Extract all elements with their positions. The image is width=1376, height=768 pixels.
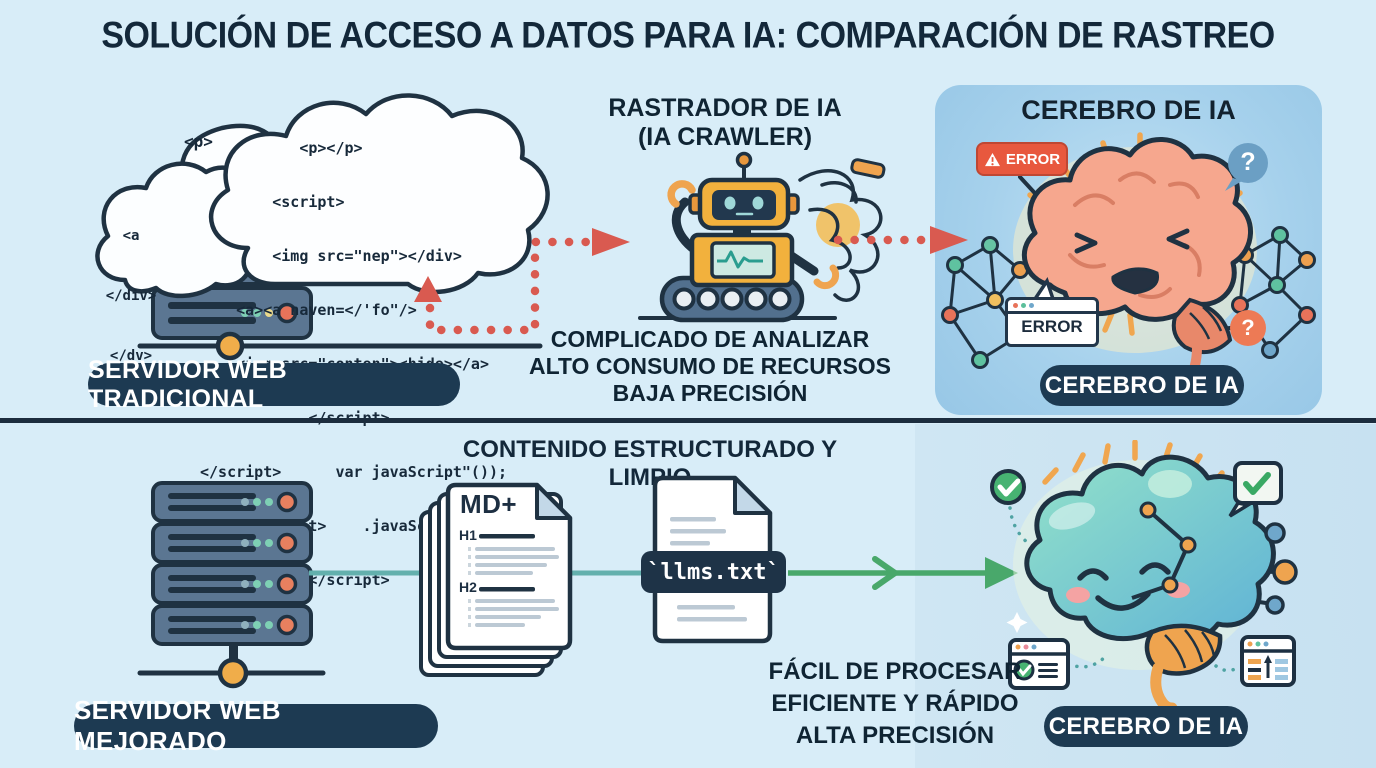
- code-line: <p></p>: [200, 139, 363, 157]
- pro-item: EFICIENTE Y RÁPIDO: [771, 690, 1019, 717]
- doc-title: MD+: [460, 489, 518, 519]
- messy-html-cloud-icon: [95, 93, 550, 299]
- section-divider: [0, 418, 1376, 423]
- crawler-title: RASTRADOR DE IA (IA CRAWLER): [555, 94, 895, 152]
- code-line: </dv>: [109, 348, 153, 364]
- network-node-dot: [215, 331, 245, 361]
- cloud-tag-p: <p>: [184, 132, 213, 151]
- ai-brain-label-bottom: CEREBRO DE IA: [1044, 706, 1248, 747]
- question-mark-blue: ?: [1240, 148, 1256, 176]
- pro-item: ALTA PRECISIÓN: [795, 722, 995, 749]
- warning-icon: [984, 152, 1000, 166]
- circuit-on-brain: [1131, 501, 1197, 600]
- tangled-wires-icon: [798, 169, 883, 302]
- robot-gripper-left: [667, 180, 696, 208]
- page-title: SOLUCIÓN DE ACCESO A DATOS PARA IA: COMP…: [101, 15, 1275, 56]
- green-arrow: [788, 556, 1018, 590]
- squeezed-eyes: [1074, 228, 1190, 254]
- panel-title: CEREBRO DE IA: [1021, 95, 1236, 125]
- crawler-title-line2: (IA CRAWLER): [637, 123, 813, 151]
- error-bubble-label: ERROR: [1021, 317, 1083, 336]
- arrow-right-head: [592, 228, 630, 256]
- arrow-chevron: [872, 556, 898, 590]
- crawler-title-line1: RASTRADOR DE IA: [608, 94, 842, 122]
- con-item: ALTO CONSUMO DE RECURSOS: [528, 353, 892, 379]
- doc-heading-2: H2: [459, 579, 477, 595]
- sad-brain-icon: [1021, 137, 1253, 322]
- crawler-cons: COMPLICADO DE ANALIZAR ALTO CONSUMO DE R…: [510, 326, 910, 407]
- question-bubble-icon: [1228, 143, 1268, 183]
- browser-window-data-icon: [1240, 635, 1296, 687]
- question-mark-orange: ?: [1241, 315, 1255, 340]
- arrow-up-head: [414, 276, 442, 302]
- check-bubble-icon: [1228, 461, 1283, 518]
- happy-face: [1077, 562, 1171, 611]
- arrow-right-head: [930, 226, 968, 254]
- error-badge: ERROR: [976, 142, 1068, 176]
- sparkle-icon: [1006, 612, 1028, 633]
- doc-heading-1: H1: [459, 527, 477, 543]
- llms-pros: FÁCIL DE PROCESAR EFICIENTE Y RÁPIDO ALT…: [765, 656, 1025, 752]
- arrow-head: [985, 557, 1018, 589]
- check-circle-icon: [990, 469, 1026, 505]
- browser-window-check-icon: [1008, 638, 1070, 690]
- robot-antenna: [735, 151, 753, 169]
- improved-server-label: SERVIDOR WEB MEJORADO: [74, 695, 438, 756]
- traditional-server-label: SERVIDOR WEB TRADICIONAL: [88, 356, 460, 413]
- folded-corner: [733, 476, 772, 515]
- con-item: BAJA PRECISIÓN: [612, 380, 808, 406]
- sad-mouth: [1111, 267, 1160, 295]
- pro-item: FÁCIL DE PROCESAR: [768, 658, 1022, 685]
- bubble-titlebar: [1008, 300, 1096, 314]
- improved-server-icon: [137, 481, 326, 689]
- code-line: <a: [122, 228, 140, 244]
- robot-crawler-icon: [638, 151, 886, 323]
- llms-file-label-text: `llms.txt`: [647, 559, 780, 585]
- document-stack-icon: [419, 482, 573, 677]
- folded-corner: [535, 483, 572, 520]
- llms-file-label: `llms.txt`: [641, 551, 786, 593]
- code-line: </div>: [105, 288, 157, 304]
- code-line: </script> var javaScript"());: [200, 463, 508, 481]
- ai-brain-panel: CEREBRO DE IA ERROR ERROR ? ? CEREBRO DE…: [935, 85, 1322, 415]
- con-item: COMPLICADO DE ANALIZAR: [550, 326, 870, 352]
- network-node-dot: [217, 657, 249, 689]
- waveform: [717, 250, 763, 269]
- server-status-lights: [241, 491, 298, 636]
- code-line: <a><a naven=</'fo"/>: [200, 301, 417, 319]
- code-line: <script>: [200, 193, 345, 211]
- error-speech-bubble: ERROR: [1005, 297, 1099, 347]
- happy-brain-art: [990, 440, 1298, 714]
- error-badge-label: ERROR: [1005, 150, 1061, 168]
- server-status-lights: [241, 302, 298, 324]
- ai-brain-label-top: CEREBRO DE IA: [1040, 365, 1244, 406]
- question-circle-icon: [1230, 310, 1266, 346]
- code-line: <img src="nep"></div>: [200, 247, 462, 265]
- red-dotted-arrows: [414, 226, 968, 335]
- robot-gripper-right: [813, 264, 840, 290]
- cloud-small-code: <a </div> </dv>: [100, 186, 162, 406]
